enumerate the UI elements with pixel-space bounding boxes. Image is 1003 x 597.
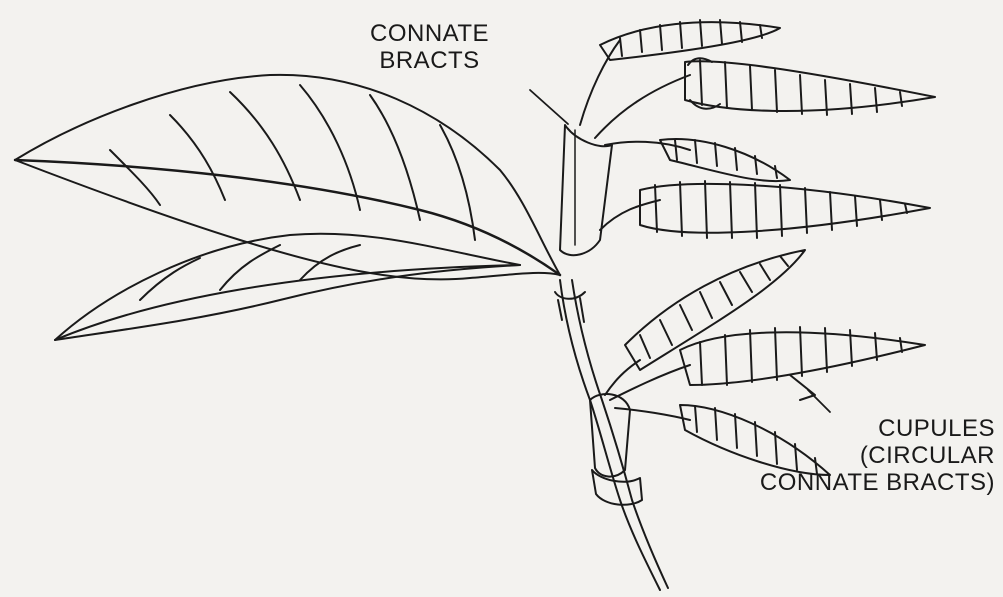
connate-bracts-label-line1: CONNATE bbox=[370, 20, 489, 47]
cupules-label-line2: (CIRCULAR bbox=[695, 442, 995, 469]
lower-spike-cluster bbox=[590, 360, 690, 477]
spike-3-catkin bbox=[660, 139, 790, 181]
cupules-label: CUPULES (CIRCULAR CONNATE BRACTS) bbox=[695, 415, 995, 496]
cupules-label-line3: CONNATE BRACTS) bbox=[695, 469, 995, 496]
cupules-label-line1: CUPULES bbox=[695, 415, 995, 442]
main-stem bbox=[555, 280, 668, 590]
spike-2 bbox=[685, 58, 935, 115]
spike-4 bbox=[640, 181, 930, 238]
cupules-pointer bbox=[808, 390, 830, 412]
connate-bracts-label: CONNATE BRACTS bbox=[370, 20, 489, 74]
connate-bracts-label-line2: BRACTS bbox=[370, 47, 489, 74]
spike-6 bbox=[680, 327, 925, 400]
connate-bracts-pointer bbox=[530, 90, 568, 124]
upper-spike-cluster bbox=[560, 40, 690, 255]
spike-top-catkin bbox=[600, 20, 780, 60]
spike-5-catkin bbox=[625, 250, 805, 370]
upper-leaf bbox=[15, 75, 560, 280]
lower-leaf bbox=[55, 234, 520, 340]
